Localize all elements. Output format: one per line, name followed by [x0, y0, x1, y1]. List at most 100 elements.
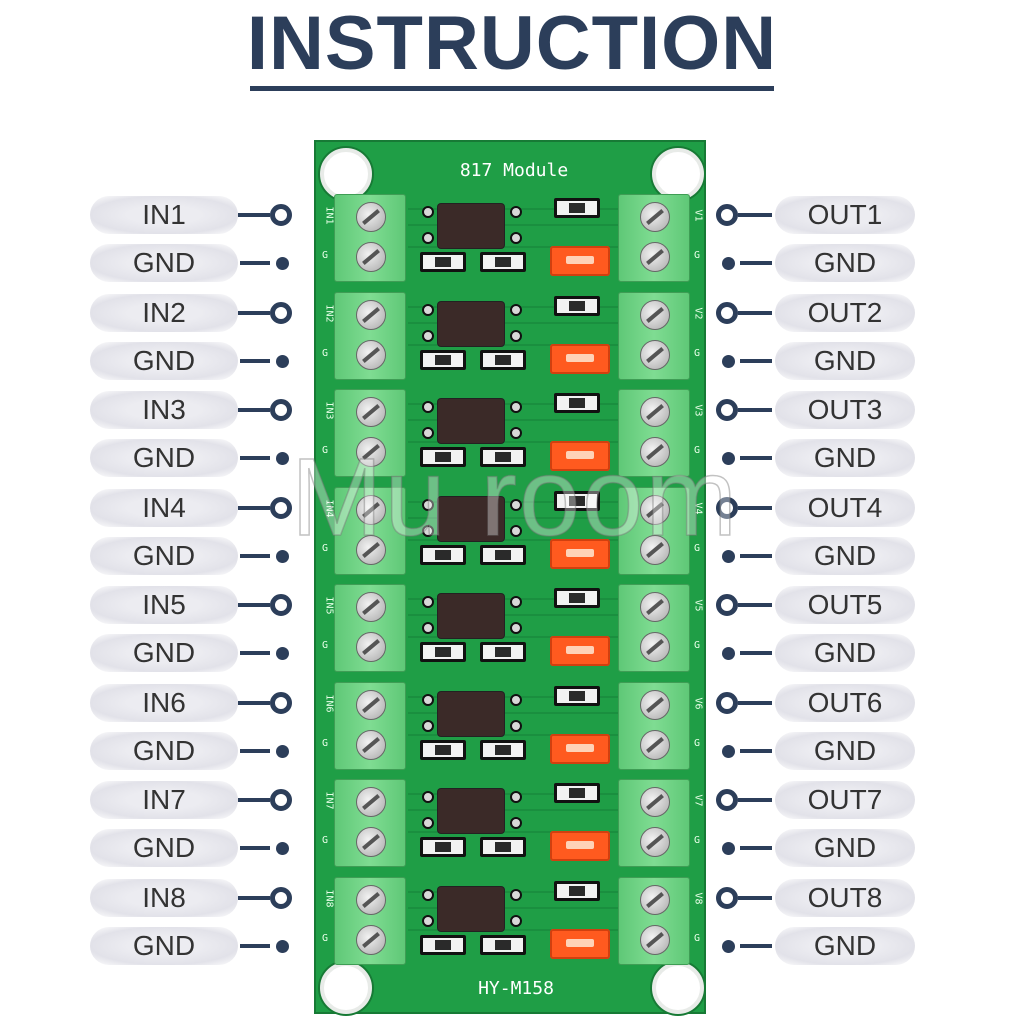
chip-pin — [422, 719, 434, 732]
chip-pin — [510, 232, 522, 244]
silkscreen-in: IN2 — [323, 303, 335, 323]
screw-icon — [640, 494, 670, 525]
chip-pin — [422, 329, 434, 342]
board-label-top: 817 Module — [459, 160, 569, 181]
title-underline — [250, 86, 774, 91]
jumper-cap[interactable] — [550, 246, 610, 276]
smd-component — [554, 198, 600, 218]
smd-component — [554, 295, 600, 316]
out-terminal-icon — [716, 496, 738, 519]
screw-icon — [356, 437, 386, 467]
gnd-terminal-icon — [276, 549, 289, 563]
silkscreen-g: G — [694, 445, 701, 456]
smd-component — [420, 837, 466, 857]
jumper-cap[interactable] — [550, 538, 610, 569]
smd-component — [480, 739, 526, 760]
screw-icon — [356, 299, 386, 330]
output-terminal-block — [618, 291, 690, 380]
input-terminal-block — [334, 486, 406, 575]
screw-icon — [356, 827, 386, 857]
in-gnd-label-3: GND — [90, 439, 238, 477]
out-lead-line — [738, 700, 772, 705]
out-label-4: OUT4 — [775, 488, 915, 527]
gnd-terminal-icon — [276, 647, 289, 660]
gnd-lead-line — [240, 846, 270, 850]
out-label-7: OUT7 — [775, 781, 915, 819]
out-lead-line — [738, 310, 772, 315]
silkscreen-g: G — [322, 835, 329, 846]
smd-component — [420, 544, 466, 565]
pcb-trace — [408, 538, 618, 541]
silkscreen-v: V5 — [692, 599, 704, 612]
out-label-8: OUT8 — [775, 878, 915, 917]
input-terminal-block — [334, 291, 406, 380]
chip-pin — [422, 693, 434, 706]
output-terminal-block — [618, 486, 690, 575]
pcb-trace — [408, 246, 618, 248]
screw-icon — [640, 884, 670, 915]
chip-pin — [510, 596, 522, 608]
jumper-cap[interactable] — [550, 928, 610, 959]
pcb-trace — [408, 928, 618, 931]
in-lead-line — [238, 798, 270, 802]
in-label-2: IN2 — [90, 293, 238, 332]
in-lead-line — [238, 408, 270, 412]
chip-pin — [510, 719, 522, 732]
out-lead-line — [738, 408, 772, 412]
in-label-4: IN4 — [90, 488, 238, 527]
out-terminal-icon — [716, 886, 738, 909]
pcb-trace — [408, 636, 618, 638]
in-terminal-icon — [270, 399, 292, 421]
jumper-cap[interactable] — [550, 733, 610, 764]
mounting-hole-bottom-right — [652, 962, 704, 1014]
screw-icon — [640, 299, 670, 330]
screw-icon — [356, 339, 386, 370]
mounting-hole-bottom-left — [320, 962, 372, 1014]
smd-component — [480, 544, 526, 565]
gnd-terminal-icon — [276, 257, 289, 270]
screw-icon — [356, 242, 386, 272]
out-gnd-label-2: GND — [775, 341, 915, 380]
screw-icon — [356, 729, 386, 760]
gnd-lead-line — [740, 651, 772, 655]
screw-icon — [640, 924, 670, 955]
smd-component — [420, 739, 466, 760]
silkscreen-g: G — [322, 250, 329, 261]
screw-icon — [356, 592, 386, 622]
silkscreen-v: V4 — [692, 501, 704, 515]
out-terminal-icon — [716, 691, 738, 714]
gnd-lead-line — [240, 261, 270, 265]
out-lead-line — [738, 213, 772, 217]
screw-icon — [356, 924, 386, 955]
silkscreen-in: IN8 — [323, 888, 335, 908]
out-label-1: OUT1 — [775, 196, 915, 234]
gnd-terminal-icon — [722, 842, 735, 855]
screw-icon — [356, 884, 386, 915]
in-gnd-label-1: GND — [90, 244, 238, 282]
silkscreen-in: IN1 — [323, 206, 335, 225]
pcb-trace — [408, 831, 618, 833]
output-terminal-block — [618, 876, 690, 965]
output-terminal-block — [618, 779, 690, 867]
gnd-terminal-icon — [722, 647, 735, 660]
jumper-cap[interactable] — [550, 831, 610, 861]
jumper-cap[interactable] — [550, 441, 610, 471]
in-gnd-label-2: GND — [90, 341, 238, 380]
gnd-lead-line — [740, 943, 772, 948]
smd-component — [420, 447, 466, 467]
screw-icon — [356, 689, 386, 720]
pcb-trace — [408, 224, 618, 226]
chip-pin — [422, 791, 434, 803]
jumper-cap[interactable] — [550, 636, 610, 666]
out-terminal-icon — [716, 399, 738, 421]
silkscreen-v: V7 — [692, 794, 704, 807]
in-terminal-icon — [270, 496, 292, 519]
pcb-trace — [408, 516, 618, 519]
screw-icon — [640, 827, 670, 857]
in-label-3: IN3 — [90, 391, 238, 429]
in-gnd-label-8: GND — [90, 926, 238, 965]
gnd-lead-line — [240, 358, 270, 363]
out-gnd-label-3: GND — [775, 439, 915, 477]
jumper-cap[interactable] — [550, 343, 610, 374]
